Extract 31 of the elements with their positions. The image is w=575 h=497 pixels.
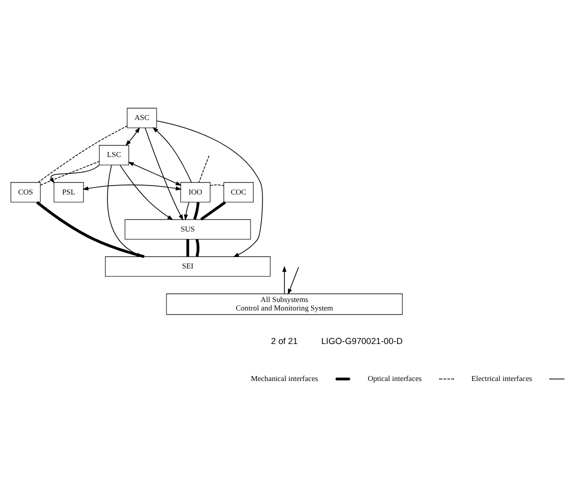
node-box: COS [10, 182, 41, 202]
connector [200, 201, 226, 221]
connector [40, 161, 100, 186]
node-box: All Subsystems Control and Monitoring System [166, 294, 403, 315]
node-box: SUS [124, 219, 251, 240]
connector [196, 239, 200, 257]
connector [210, 184, 224, 186]
arrow [152, 127, 192, 183]
arrow [288, 266, 299, 295]
legend-label: Electrical interfaces [471, 374, 532, 384]
node-box: LSC [99, 145, 130, 166]
connector [193, 202, 200, 220]
node-box: IOO [180, 182, 210, 202]
node-box: COC [224, 182, 254, 202]
label: LIGO-G970021-00-D [321, 336, 403, 346]
label: 2 of 21 [271, 336, 298, 346]
arrow [128, 162, 182, 186]
legend-label: Optical interfaces [368, 374, 422, 384]
arrow [144, 128, 184, 221]
arrow [156, 120, 263, 258]
connector [198, 155, 210, 183]
node-box: SEI [105, 256, 270, 277]
node-box: PSL [54, 182, 84, 202]
arrow [120, 164, 174, 220]
node-box: ASC [126, 108, 157, 128]
arrow [282, 266, 286, 294]
arrow [82, 184, 182, 190]
arrow [125, 127, 140, 146]
legend-label: Mechanical interfaces [250, 374, 318, 384]
arrow [184, 202, 190, 220]
connector [186, 239, 190, 256]
